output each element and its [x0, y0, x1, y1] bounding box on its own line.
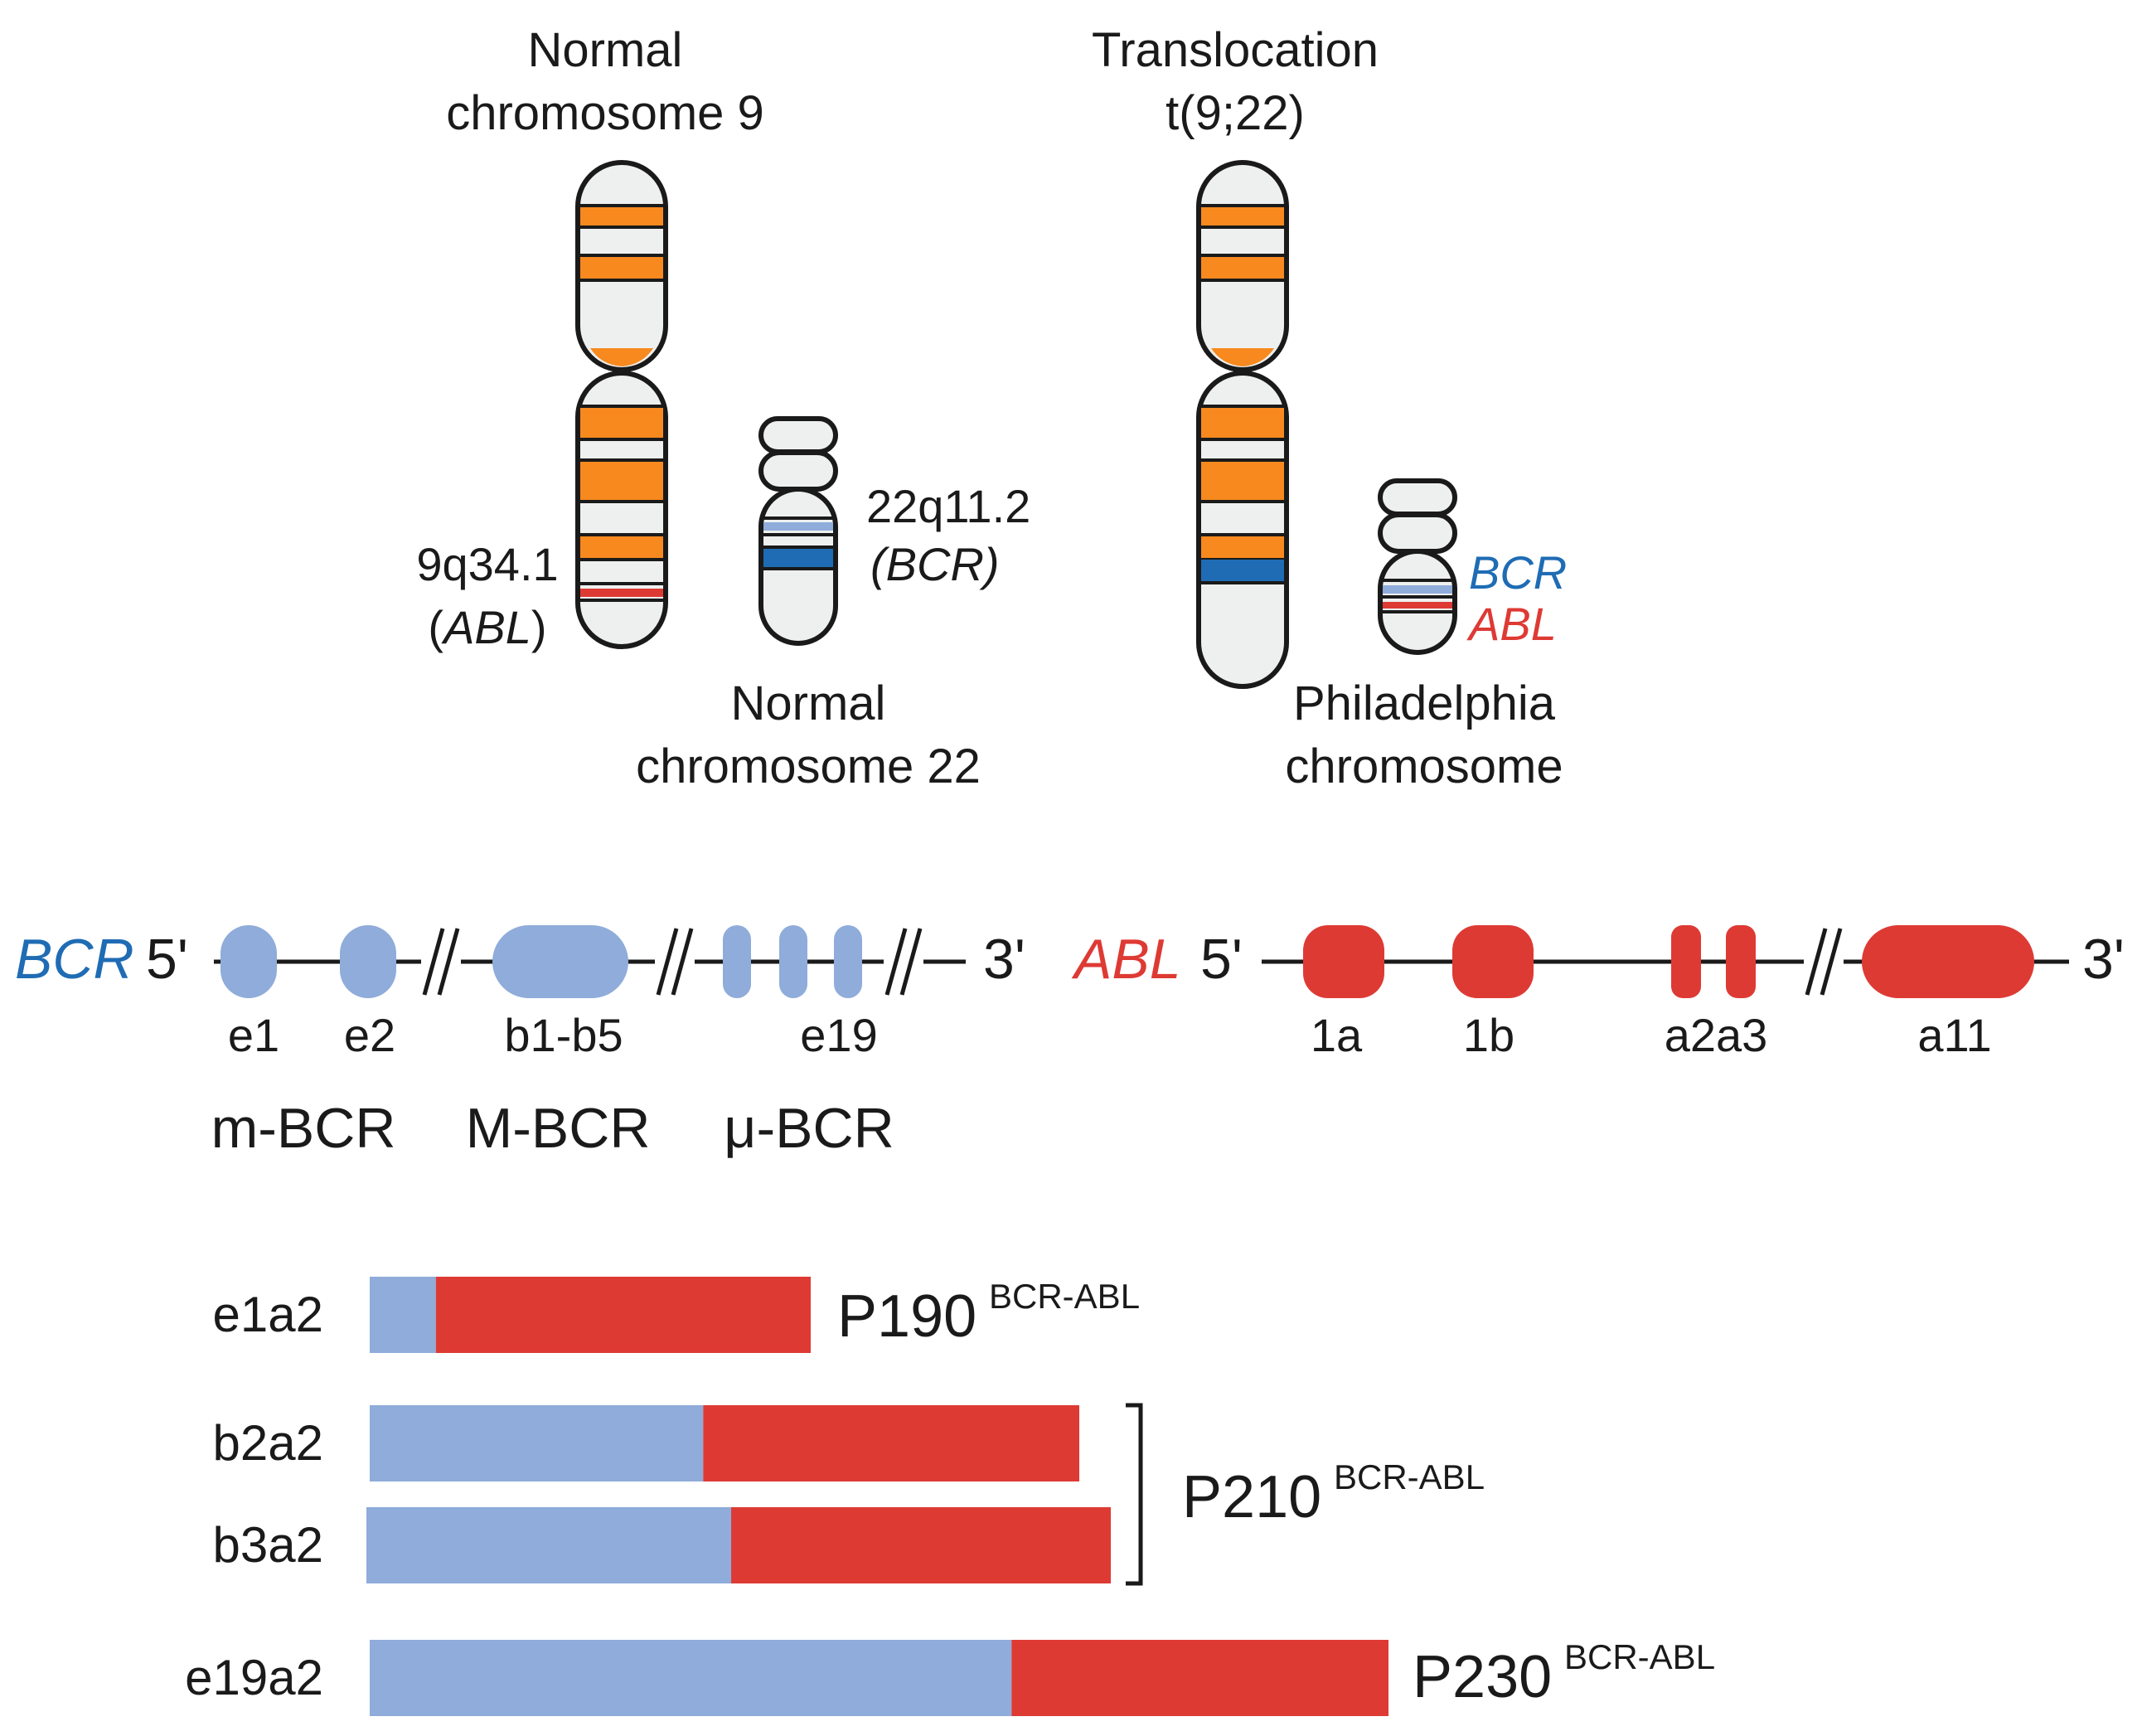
bcr-exon-label: e2: [344, 1009, 395, 1061]
bcr-region-label: μ-BCR: [724, 1097, 894, 1160]
protein-label-p210: P210 BCR-ABL: [1182, 1457, 1485, 1530]
svg-text:ABL: ABL: [1466, 598, 1557, 650]
transcript-label: b2a2: [213, 1415, 323, 1471]
derivative-chromosome-9: [1196, 160, 1289, 689]
abl-exon-a3: [1726, 925, 1756, 998]
svg-text:5': 5': [146, 928, 188, 991]
svg-text:BCR: BCR: [1469, 546, 1567, 599]
bcr-exon-label: b1-b5: [504, 1009, 623, 1061]
svg-text:5': 5': [1200, 928, 1243, 991]
svg-text:chromosome: chromosome: [1285, 739, 1563, 793]
abl-exon-label: 1a: [1311, 1009, 1363, 1061]
bcr-exon-b1-b5: [492, 925, 628, 998]
svg-text:P190: P190: [837, 1283, 976, 1350]
abl-exon-label: 1b: [1463, 1009, 1514, 1061]
protein-label-p230: P230 BCR-ABL: [1413, 1637, 1715, 1710]
abl-exon-a11: [1862, 925, 2034, 998]
normal-chromosome-9: [575, 160, 668, 649]
svg-text:BCR: BCR: [15, 928, 134, 991]
transcript-bcr-segment: [370, 1405, 704, 1481]
svg-text:chromosome 22: chromosome 22: [636, 739, 981, 793]
svg-text:BCR-ABL: BCR-ABL: [1334, 1457, 1485, 1496]
svg-text:BCR-ABL: BCR-ABL: [989, 1277, 1140, 1316]
fusion-transcripts: e1a2 b2a2 b3a2 e19a2: [185, 1277, 1388, 1716]
svg-text:(ABL): (ABL): [428, 601, 546, 653]
svg-text:P230: P230: [1413, 1644, 1552, 1710]
transcript-abl-segment: [703, 1405, 1079, 1481]
philadelphia-chromosome-label: Philadelphia chromosome: [1285, 676, 1563, 793]
normal-chromosome-22-label: Normal chromosome 22: [636, 676, 981, 793]
abl-exon-a2: [1671, 925, 1701, 998]
bcr-exon-label: e19: [800, 1009, 877, 1061]
svg-text:(BCR): (BCR): [870, 538, 1000, 590]
bcr-gene-map: BCR 5' 3' e1 e2 b1-b5 e19 m-BCR M-BCR μ-…: [15, 925, 1025, 1160]
svg-text:Philadelphia: Philadelphia: [1293, 676, 1556, 730]
abl-exon-label: a2a3: [1665, 1009, 1768, 1061]
locus-22q11-label: 22q11.2 (BCR): [866, 480, 1030, 590]
bcr-region-label: M-BCR: [466, 1097, 651, 1160]
svg-text:ABL: ABL: [1071, 928, 1181, 991]
svg-text:Normal: Normal: [731, 676, 886, 730]
transcript-label: e19a2: [185, 1650, 323, 1705]
svg-text:3': 3': [2082, 928, 2125, 991]
svg-text:P210: P210: [1182, 1464, 1321, 1530]
protein-label-p190: P190 BCR-ABL: [837, 1277, 1140, 1350]
bcr-exon-e1: [220, 925, 277, 998]
svg-text:Translocation: Translocation: [1092, 23, 1379, 77]
abl-exon-label: a11: [1917, 1009, 1991, 1061]
svg-text:3': 3': [983, 928, 1025, 991]
svg-text:9q34.1: 9q34.1: [416, 538, 558, 590]
transcript-bcr-segment: [370, 1640, 1012, 1716]
transcript-abl-segment: [435, 1277, 811, 1353]
normal-chromosome-9-title: Normal chromosome 9: [446, 23, 764, 140]
svg-text:Normal: Normal: [528, 23, 683, 77]
philadelphia-gene-labels: BCR ABL: [1466, 546, 1567, 650]
abl-gene-map: ABL 5' 3' 1a 1b a2a3 a11: [1071, 925, 2125, 1061]
transcript-label: e1a2: [213, 1287, 323, 1342]
transcript-bcr-segment: [366, 1507, 732, 1583]
philadelphia-chromosome: [1378, 478, 1457, 655]
svg-text:t(9;22): t(9;22): [1166, 86, 1305, 140]
transcript-abl-segment: [1011, 1640, 1388, 1716]
locus-9q34-label: 9q34.1 (ABL): [416, 538, 558, 653]
translocation-title: Translocation t(9;22): [1092, 23, 1379, 140]
bcr-exon-e19: [834, 925, 862, 998]
svg-text:22q11.2: 22q11.2: [866, 480, 1030, 532]
svg-text:chromosome 9: chromosome 9: [446, 86, 764, 140]
transcript-bcr-segment: [370, 1277, 436, 1353]
bcr-exon-e2: [340, 925, 396, 998]
bcr-exon-label: e1: [228, 1009, 279, 1061]
transcript-abl-segment: [731, 1507, 1111, 1583]
transcript-label: b3a2: [213, 1517, 323, 1573]
p210-bracket: [1126, 1403, 1143, 1586]
svg-text:BCR-ABL: BCR-ABL: [1564, 1637, 1715, 1676]
bcr-region-label: m-BCR: [211, 1097, 396, 1160]
abl-exon-1b: [1452, 925, 1534, 998]
normal-chromosome-22: [758, 416, 838, 646]
abl-exon-1a: [1303, 925, 1384, 998]
